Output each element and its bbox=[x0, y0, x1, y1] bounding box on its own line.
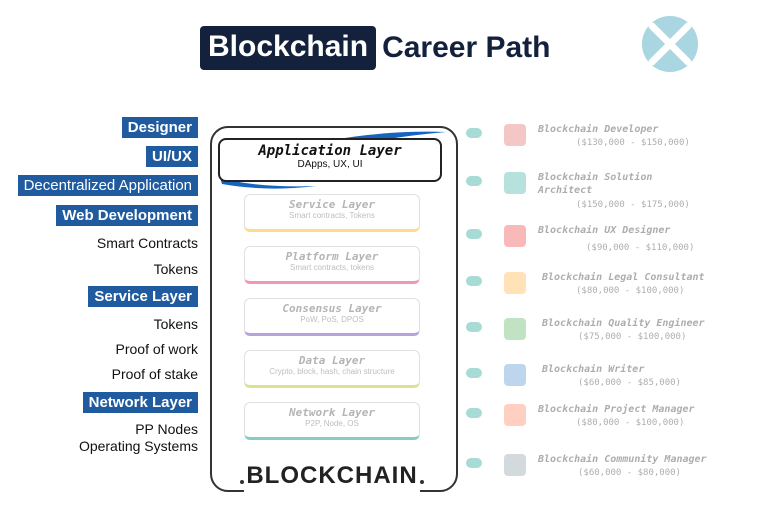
developer-icon bbox=[504, 124, 526, 146]
title-rest: Career Path bbox=[382, 31, 551, 64]
architect-icon bbox=[504, 172, 526, 194]
left-label-designer: Designer bbox=[121, 117, 198, 138]
left-label-tokens-1: Tokens bbox=[153, 261, 198, 277]
left-label-proof-of-stake: Proof of stake bbox=[111, 366, 198, 382]
app-layer-swoosh-bottom bbox=[220, 178, 316, 189]
career-salary: ($80,000 - $100,000) bbox=[576, 286, 685, 296]
left-label-tokens-2: Tokens bbox=[153, 316, 198, 332]
legal-icon bbox=[504, 272, 526, 294]
service-layer-title: Service Layer bbox=[288, 198, 376, 211]
career-name: Blockchain Community Manager bbox=[538, 454, 707, 465]
career-name: Blockchain Project Manager bbox=[538, 404, 695, 415]
service-layer-box: Service Layer Smart contracts, Tokens bbox=[244, 194, 420, 232]
data-layer-subtitle: Crypto, block, hash, chain structure bbox=[269, 367, 395, 376]
arrow-icon bbox=[466, 368, 482, 378]
left-label-webdev: Web Development bbox=[56, 205, 198, 226]
arrow-icon bbox=[466, 458, 482, 468]
title-highlight: Blockchain bbox=[200, 26, 377, 70]
platform-layer-title: Platform Layer bbox=[285, 250, 379, 263]
career-name: Blockchain Legal Consultant bbox=[542, 272, 705, 283]
arrow-icon bbox=[466, 128, 482, 138]
arrow-icon bbox=[466, 229, 482, 239]
frame-dot-right bbox=[420, 480, 424, 484]
network-layer-subtitle: P2P, Node, OS bbox=[305, 419, 359, 428]
blockchain-logo-icon bbox=[642, 16, 698, 72]
left-label-smart-contracts: Smart Contracts bbox=[96, 235, 198, 251]
left-label-service-layer: Service Layer bbox=[88, 286, 198, 307]
frame-dot-left bbox=[240, 480, 244, 484]
career-name: Blockchain UX Designer bbox=[538, 225, 671, 236]
career-salary: ($130,000 - $150,000) bbox=[576, 138, 690, 148]
frame-gap bbox=[244, 478, 420, 498]
community-icon bbox=[504, 454, 526, 476]
career-name: Blockchain Developer bbox=[538, 124, 659, 135]
career-salary: ($150,000 - $175,000) bbox=[576, 200, 690, 210]
left-label-network-layer: Network Layer bbox=[82, 392, 198, 413]
platform-layer-subtitle: Smart contracts, tokens bbox=[289, 263, 375, 272]
data-layer-title: Data Layer bbox=[298, 354, 366, 367]
left-label-dapp: Decentralized Application bbox=[17, 175, 198, 196]
consensus-layer-subtitle: PoW, PoS, DPOS bbox=[300, 315, 364, 324]
left-label-uiux: UI/UX bbox=[145, 146, 198, 167]
career-name: Blockchain Solution bbox=[538, 172, 653, 183]
designer-icon bbox=[504, 225, 526, 247]
career-legal-consultant: Blockchain Legal Consultant ($80,000 - $… bbox=[466, 272, 756, 312]
left-label-pp-nodes: PP Nodes bbox=[135, 421, 198, 437]
consensus-layer-title: Consensus Layer bbox=[282, 302, 382, 315]
career-solution-architect: Blockchain Solution Architect ($150,000 … bbox=[466, 172, 756, 212]
arrow-icon bbox=[466, 322, 482, 332]
service-layer-subtitle: Smart contracts, Tokens bbox=[289, 211, 375, 220]
application-layer-box: Application Layer DApps, UX, UI bbox=[218, 138, 442, 182]
arrow-icon bbox=[466, 276, 482, 286]
career-name: Blockchain Writer bbox=[542, 364, 645, 375]
platform-layer-box: Platform Layer Smart contracts, tokens bbox=[244, 246, 420, 284]
network-layer-title: Network Layer bbox=[288, 406, 376, 419]
career-salary: ($60,000 - $80,000) bbox=[578, 468, 681, 478]
career-developer: Blockchain Developer ($130,000 - $150,00… bbox=[466, 124, 756, 164]
page-title: Blockchain Career Path bbox=[200, 26, 550, 70]
quality-icon bbox=[504, 318, 526, 340]
career-salary: ($80,000 - $100,000) bbox=[576, 418, 685, 428]
data-layer-box: Data Layer Crypto, block, hash, chain st… bbox=[244, 350, 420, 388]
career-writer: Blockchain Writer ($60,000 - $85,000) bbox=[466, 364, 756, 404]
career-community-manager: Blockchain Community Manager ($60,000 - … bbox=[466, 454, 756, 494]
career-project-manager: Blockchain Project Manager ($80,000 - $1… bbox=[466, 404, 756, 444]
career-quality-engineer: Blockchain Quality Engineer ($75,000 - $… bbox=[466, 318, 756, 358]
career-salary: ($75,000 - $100,000) bbox=[578, 332, 687, 342]
manager-icon bbox=[504, 404, 526, 426]
career-salary: ($90,000 - $110,000) bbox=[586, 243, 695, 253]
blockchain-word: BLOCKCHAIN bbox=[246, 462, 418, 489]
consensus-layer-box: Consensus Layer PoW, PoS, DPOS bbox=[244, 298, 420, 336]
left-label-proof-of-work: Proof of work bbox=[115, 341, 198, 357]
writer-icon bbox=[504, 364, 526, 386]
left-label-operating-systems: Operating Systems bbox=[78, 438, 198, 454]
network-layer-box: Network Layer P2P, Node, OS bbox=[244, 402, 420, 440]
arrow-icon bbox=[466, 408, 482, 418]
career-name: Blockchain Quality Engineer bbox=[542, 318, 705, 329]
application-layer-subtitle: DApps, UX, UI bbox=[297, 159, 363, 170]
career-name-line2: Architect bbox=[538, 185, 593, 196]
career-ux-designer: Blockchain UX Designer ($90,000 - $110,0… bbox=[466, 225, 756, 265]
career-salary: ($60,000 - $85,000) bbox=[578, 378, 681, 388]
application-layer-title: Application Layer bbox=[258, 143, 402, 159]
arrow-icon bbox=[466, 176, 482, 186]
